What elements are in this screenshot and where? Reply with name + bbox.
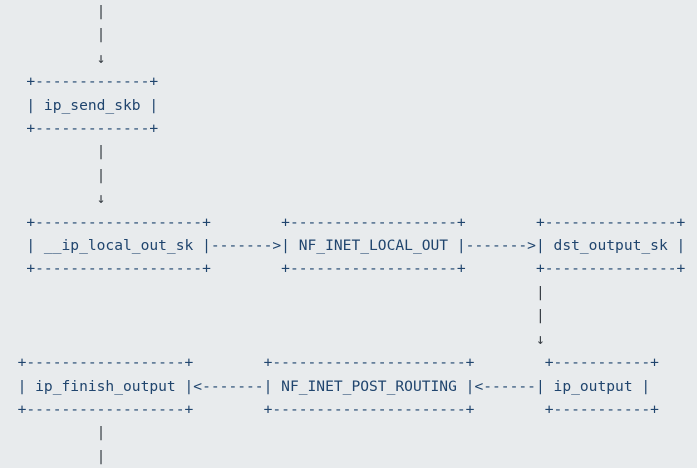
diagram-connector-lines: | | ↓ | | ↓ | | (96, 3, 545, 465)
